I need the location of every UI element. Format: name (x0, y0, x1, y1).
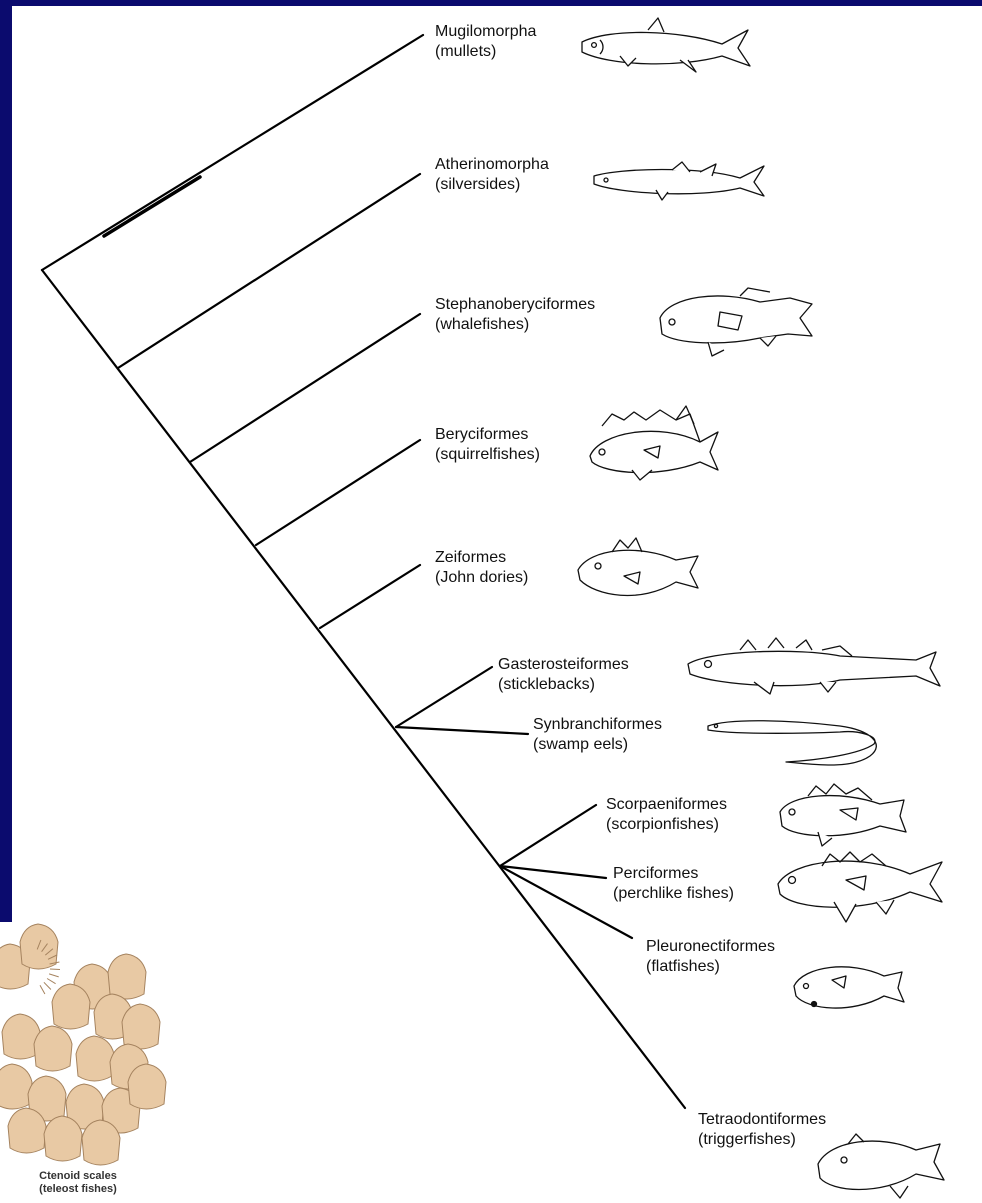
branch-scorpaeniformes (500, 805, 596, 866)
order-name: Perciformes (613, 864, 734, 884)
scale-cell (108, 954, 146, 999)
order-name: Beryciformes (435, 425, 540, 445)
taxon-label-beryciformes: Beryciformes (squirrelfishes) (435, 425, 540, 465)
order-name: Stephanoberyciformes (435, 295, 595, 315)
flatfish-icon (794, 967, 904, 1008)
taxon-label-tetraodontiformes: Tetraodontiformes (triggerfishes) (698, 1110, 826, 1150)
scale-cell (20, 924, 58, 969)
order-name: Atherinomorpha (435, 155, 549, 175)
scale-cell (128, 1064, 166, 1109)
swamp-eel-icon (708, 721, 876, 765)
common-name: (flatfishes) (646, 957, 775, 977)
scale-cell (52, 984, 90, 1029)
taxon-label-zeiformes: Zeiformes (John dories) (435, 548, 528, 588)
scale-cell (122, 1004, 160, 1049)
scales-caption-line1: Ctenoid scales (0, 1170, 156, 1183)
perch-icon (778, 852, 942, 922)
common-name: (squirrelfishes) (435, 445, 540, 465)
taxon-label-gasterosteiformes: Gasterosteiformes (sticklebacks) (498, 655, 629, 695)
synapomorphy-bar (104, 177, 200, 236)
john-dory-icon (578, 538, 698, 595)
common-name: (silversides) (435, 175, 549, 195)
order-name: Gasterosteiformes (498, 655, 629, 675)
common-name: (perchlike fishes) (613, 884, 734, 904)
branch-synbranchiformes (396, 727, 528, 734)
order-name: Mugilomorpha (435, 22, 536, 42)
taxon-label-atherinomorpha: Atherinomorpha (silversides) (435, 155, 549, 195)
order-name: Zeiformes (435, 548, 528, 568)
scale-cell (34, 1026, 72, 1071)
taxon-label-stephanoberyciformes: Stephanoberyciformes (whalefishes) (435, 295, 595, 335)
common-name: (mullets) (435, 42, 536, 62)
scale-cell (44, 1116, 82, 1161)
branch-perciformes (500, 866, 606, 878)
branch-stephanoberyciformes (190, 314, 420, 462)
stickleback-icon (688, 638, 940, 694)
silverside-icon (594, 162, 764, 200)
common-name: (scorpionfishes) (606, 815, 727, 835)
scorpionfish-icon (780, 784, 906, 846)
scale-cell (82, 1120, 120, 1165)
ctenoid-scales-illustration (0, 922, 166, 1203)
branch-mugilomorpha (42, 35, 423, 270)
scale-cell (8, 1108, 46, 1153)
squirrelfish-icon (590, 406, 718, 480)
taxon-label-mugilomorpha: Mugilomorpha (mullets) (435, 22, 536, 62)
common-name: (swamp eels) (533, 735, 662, 755)
whalefish-icon (660, 288, 812, 356)
taxon-label-perciformes: Perciformes (perchlike fishes) (613, 864, 734, 904)
common-name: (whalefishes) (435, 315, 595, 335)
branch-gasterosteiformes (396, 667, 492, 727)
scale-cell (76, 1036, 114, 1081)
common-name: (John dories) (435, 568, 528, 588)
triggerfish-icon (818, 1134, 944, 1198)
branch-beryciformes (256, 440, 420, 545)
order-name: Synbranchiformes (533, 715, 662, 735)
scales-caption-line2: (teleost fishes) (0, 1183, 156, 1196)
order-name: Pleuronectiformes (646, 937, 775, 957)
taxon-label-pleuronectiformes: Pleuronectiformes (flatfishes) (646, 937, 775, 977)
taxon-label-scorpaeniformes: Scorpaeniformes (scorpionfishes) (606, 795, 727, 835)
order-name: Scorpaeniformes (606, 795, 727, 815)
branch-zeiformes (320, 565, 420, 628)
order-name: Tetraodontiformes (698, 1110, 826, 1130)
mullet-icon (582, 18, 750, 72)
scales-caption: Ctenoid scales (teleost fishes) (0, 1170, 156, 1196)
taxon-label-synbranchiformes: Synbranchiformes (swamp eels) (533, 715, 662, 755)
common-name: (triggerfishes) (698, 1130, 826, 1150)
branch-atherinomorpha (118, 174, 420, 368)
common-name: (sticklebacks) (498, 675, 629, 695)
